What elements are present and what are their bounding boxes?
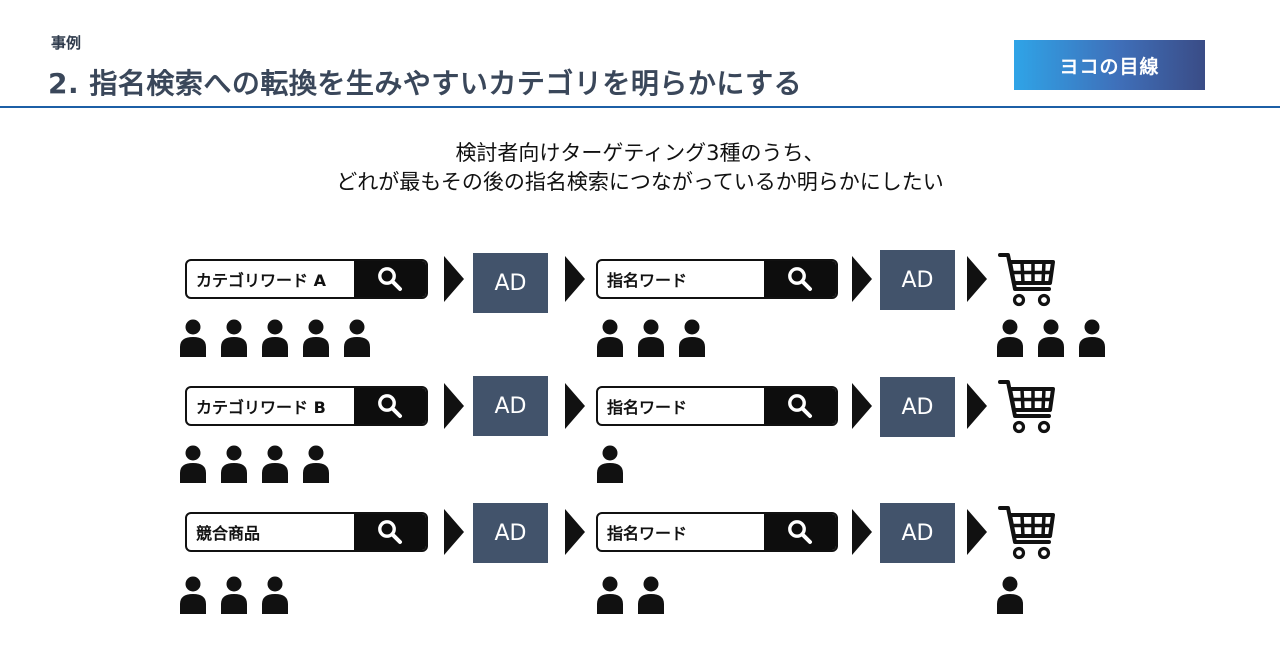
page-title: 2. 指名検索への転換を生みやすいカテゴリを明らかにする — [48, 67, 803, 100]
header-divider — [0, 106, 1280, 108]
chevron-right-icon — [444, 256, 464, 302]
chevron-right-icon — [967, 383, 987, 429]
chevron-right-icon — [967, 256, 987, 302]
intro-line-1: 検討者向けターゲティング3種のうち、 — [455, 141, 825, 165]
chevron-right-icon — [444, 383, 464, 429]
person-icon — [1037, 319, 1065, 357]
magnifier-icon — [788, 520, 812, 544]
chevron-right-icon — [852, 256, 872, 302]
person-icon — [996, 319, 1024, 357]
search-button — [764, 261, 836, 297]
chevron-right-icon — [444, 509, 464, 555]
person-icon — [596, 576, 624, 614]
search-box-row-2: カテゴリワード B — [185, 386, 428, 426]
ad-box: AD — [880, 377, 955, 437]
magnifier-icon — [378, 520, 402, 544]
branded-query-text: 指名ワード — [607, 524, 688, 543]
section-eyebrow: 事例 — [51, 34, 82, 52]
shopping-cart-icon — [998, 253, 1055, 307]
person-icon — [179, 576, 207, 614]
search-button — [354, 388, 426, 424]
person-icon — [302, 319, 330, 357]
magnifier-icon — [378, 267, 402, 291]
chevron-right-icon — [967, 509, 987, 555]
shopping-cart-icon — [998, 380, 1055, 434]
person-icon — [302, 445, 330, 483]
search-button — [764, 388, 836, 424]
person-icon — [261, 319, 289, 357]
person-icon — [1078, 319, 1106, 357]
person-icon — [637, 319, 665, 357]
person-icon — [261, 576, 289, 614]
person-icon — [261, 445, 289, 483]
magnifier-icon — [378, 394, 402, 418]
chevron-right-icon — [565, 256, 585, 302]
person-icon — [179, 445, 207, 483]
person-icon — [220, 576, 248, 614]
ad-box: AD — [473, 503, 548, 563]
branded-query-text: 指名ワード — [607, 398, 688, 417]
search-box-row-3: 競合商品 — [185, 512, 428, 552]
person-icon — [343, 319, 371, 357]
person-icon — [220, 319, 248, 357]
branded-search-box-row-2: 指名ワード — [596, 386, 838, 426]
ad-box: AD — [473, 253, 548, 313]
person-icon — [179, 319, 207, 357]
person-icon — [596, 445, 624, 483]
search-query-text: カテゴリワード B — [196, 398, 326, 417]
ad-box: AD — [880, 503, 955, 563]
chevron-right-icon — [852, 383, 872, 429]
intro-line-2: どれが最もその後の指名検索につながっているか明らかにしたい — [336, 170, 944, 194]
search-button — [354, 514, 426, 550]
perspective-badge: ヨコの目線 — [1014, 40, 1205, 90]
ad-box: AD — [880, 250, 955, 310]
branded-search-box-row-3: 指名ワード — [596, 512, 838, 552]
chevron-right-icon — [565, 509, 585, 555]
chevron-right-icon — [565, 383, 585, 429]
search-button — [764, 514, 836, 550]
person-icon — [996, 576, 1024, 614]
person-icon — [596, 319, 624, 357]
search-query-text: 競合商品 — [196, 524, 261, 543]
search-query-text: カテゴリワード A — [196, 271, 326, 290]
person-icon — [220, 445, 248, 483]
search-box-row-1: カテゴリワード A — [185, 259, 428, 299]
branded-search-box-row-1: 指名ワード — [596, 259, 838, 299]
person-icon — [637, 576, 665, 614]
ad-box: AD — [473, 376, 548, 436]
magnifier-icon — [788, 267, 812, 291]
chevron-right-icon — [852, 509, 872, 555]
search-button — [354, 261, 426, 297]
magnifier-icon — [788, 394, 812, 418]
shopping-cart-icon — [998, 506, 1055, 560]
branded-query-text: 指名ワード — [607, 271, 688, 290]
intro-text: 検討者向けターゲティング3種のうち、 どれが最もその後の指名検索につながっている… — [0, 139, 1280, 197]
person-icon — [678, 319, 706, 357]
